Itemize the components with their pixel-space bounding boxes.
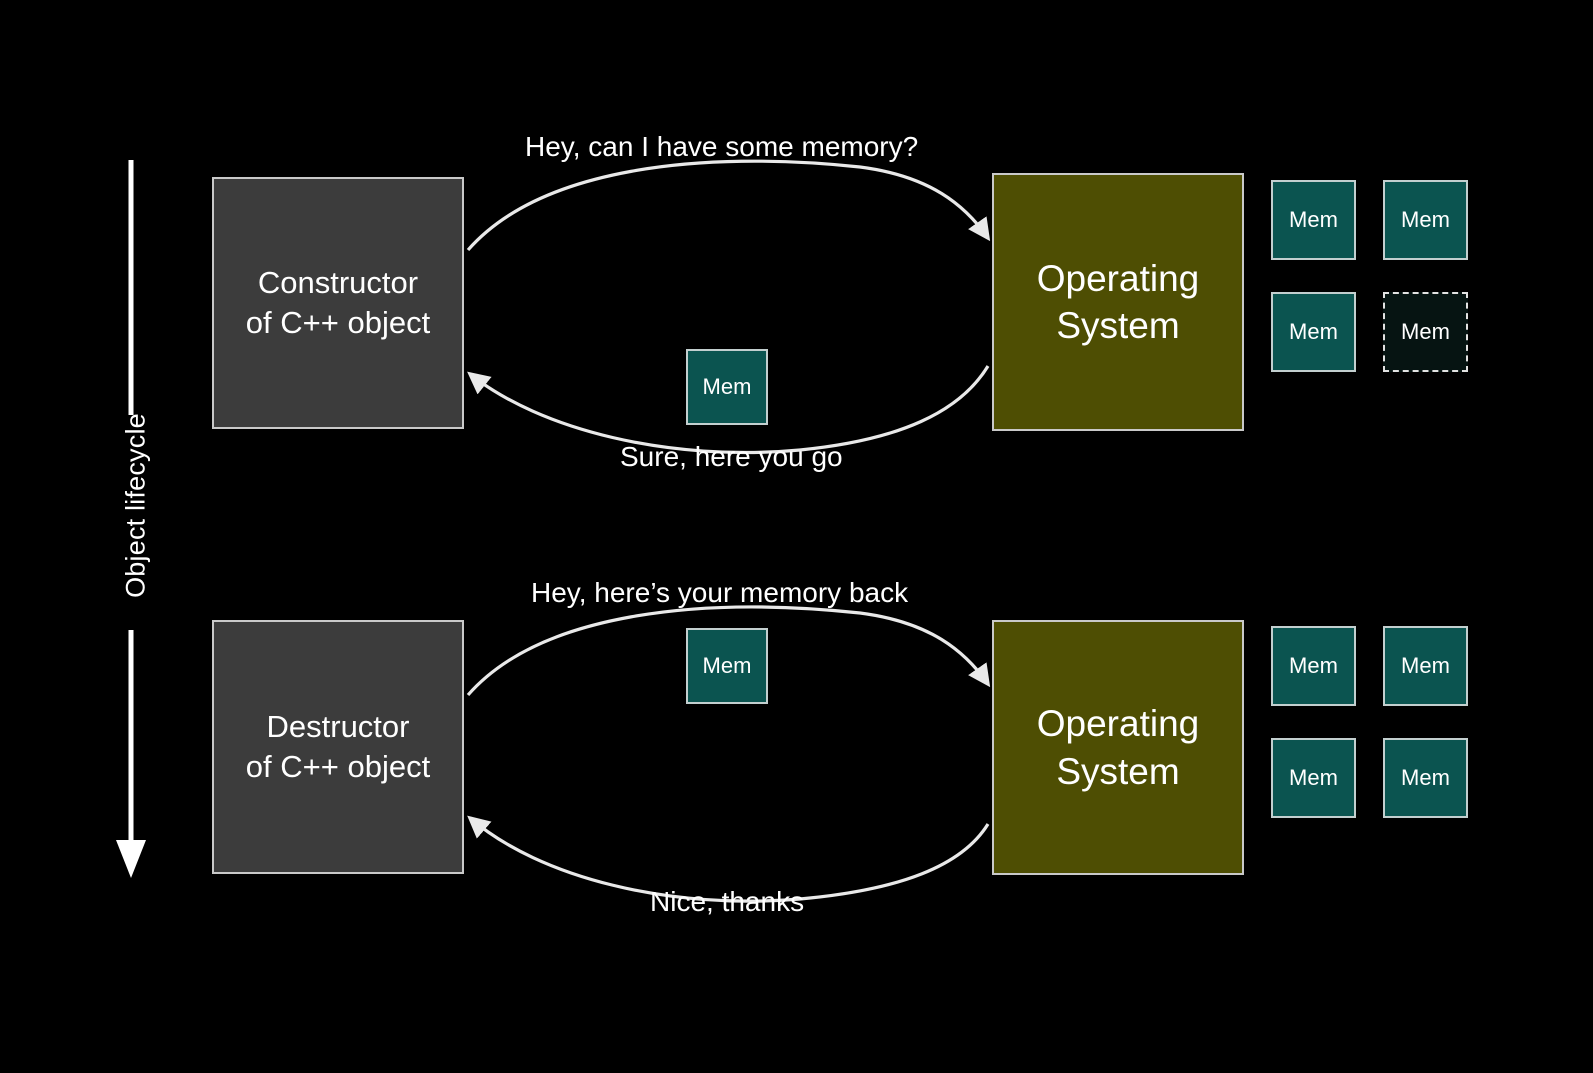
os-bottom-line-1: Operating — [1036, 703, 1200, 745]
memory-block: Mem — [1383, 180, 1468, 260]
memory-block-free: Mem — [1383, 292, 1468, 372]
constructor-line-1: Constructor — [257, 265, 419, 301]
lifecycle-arrow-icon — [116, 160, 146, 878]
destructor-box[interactable]: Destructor of C++ object — [212, 620, 464, 874]
memory-block: Mem — [1271, 180, 1356, 260]
destructor-line-2: of C++ object — [245, 749, 431, 784]
caption-memory-request: Hey, can I have some memory? — [525, 131, 919, 162]
destructor-line-1: Destructor — [266, 709, 410, 745]
constructor-box[interactable]: Constructor of C++ object — [212, 177, 464, 429]
constructor-box-text: Constructor of C++ object — [246, 263, 430, 342]
caption-memory-ack: Nice, thanks — [650, 886, 805, 917]
memory-block: Mem — [1383, 738, 1468, 818]
memory-block: Mem — [1271, 626, 1356, 706]
os-bottom-line-2: System — [1056, 750, 1180, 792]
memory-block: Mem — [1271, 738, 1356, 818]
object-lifecycle-axis: Object lifecycle — [96, 160, 166, 880]
arrow-request-construction — [466, 159, 991, 252]
constructor-line-2: of C++ object — [245, 305, 431, 340]
memory-block: Mem — [1271, 292, 1356, 372]
caption-memory-grant: Sure, here you go — [620, 441, 843, 472]
memory-block: Mem — [1383, 626, 1468, 706]
caption-memory-return: Hey, here’s your memory back — [531, 577, 909, 608]
operating-system-box-top-text: Operating System — [1037, 255, 1200, 350]
memory-block-in-transit-construction: Mem — [686, 349, 768, 425]
os-top-line-1: Operating — [1036, 257, 1200, 299]
operating-system-box-bottom[interactable]: Operating System — [992, 620, 1244, 875]
memory-block-in-transit-destruction: Mem — [686, 628, 768, 704]
operating-system-box-top[interactable]: Operating System — [992, 173, 1244, 431]
operating-system-box-bottom-text: Operating System — [1037, 700, 1200, 795]
destructor-box-text: Destructor of C++ object — [246, 707, 430, 786]
object-lifecycle-label: Object lifecycle — [120, 413, 151, 598]
os-top-line-2: System — [1056, 305, 1180, 346]
